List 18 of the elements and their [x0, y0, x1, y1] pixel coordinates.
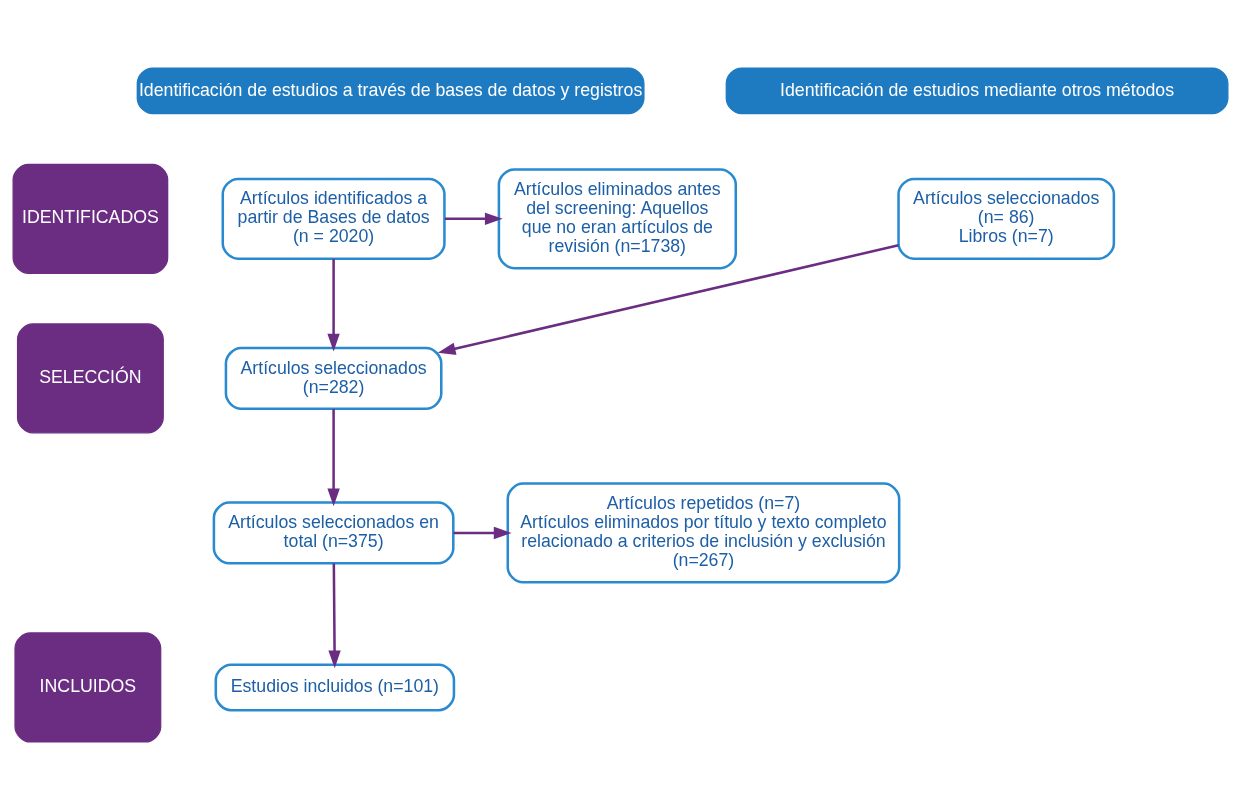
node-box: SELECCIÓN — [16, 323, 164, 434]
node-box: Artículos seleccionados en total (n=375) — [212, 501, 455, 565]
arrow — [327, 258, 340, 352]
node-box: INCLUIDOS — [14, 632, 162, 743]
arrow — [437, 243, 899, 355]
node-box: Artículos seleccionados (n=282) — [224, 346, 443, 411]
arrow — [327, 409, 340, 507]
node-box: IDENTIFICADOS — [12, 163, 169, 274]
arrow — [445, 212, 503, 225]
node-box: Artículos eliminados antes del screening: Aquellos que no eran artículos de revisión (n=1738) — [497, 168, 738, 270]
arrow — [453, 526, 512, 540]
node-box: Identificación de estudios a través de bases de datos y registros — [136, 67, 645, 115]
node-box: Identificación de estudios mediante otros métodos — [725, 67, 1229, 115]
node-box: Estudios incluidos (n=101) — [214, 663, 456, 712]
node-box: Artículos seleccionados (n= 86) Libros (n=7) — [897, 177, 1116, 260]
node-box: Artículos identificados a partir de Bases de datos (n = 2020) — [221, 177, 446, 260]
arrow — [328, 563, 341, 669]
node-box: Artículos repetidos (n=7) Artículos eliminados por título y texto completo relacionado a criterios de inclusión y exclusión (n=267) — [506, 482, 901, 584]
